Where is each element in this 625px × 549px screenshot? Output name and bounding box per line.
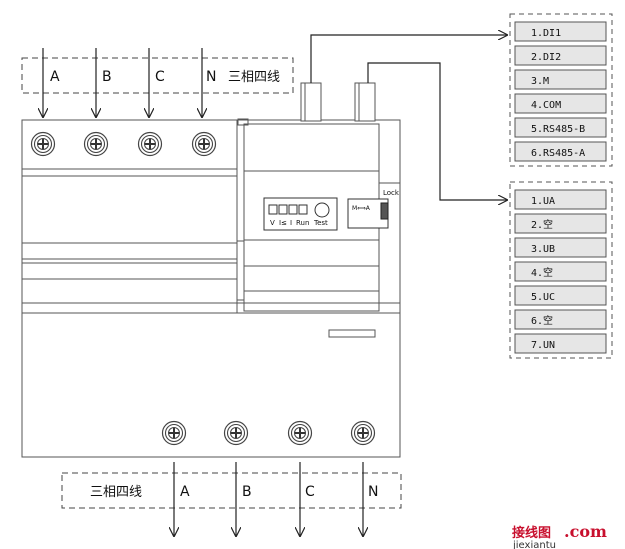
voltage-terminal-6: 6.空	[531, 314, 553, 327]
indicator-label-i: I	[290, 219, 292, 227]
watermark-domain: .com	[564, 522, 607, 541]
top-arrows	[43, 48, 202, 117]
voltage-terminal-7: 7.UN	[531, 340, 555, 351]
switch-knob[interactable]	[380, 202, 389, 220]
bottom-phase-b: B	[242, 484, 252, 500]
led-v	[268, 204, 278, 215]
screw-top-n[interactable]	[191, 131, 217, 157]
indicator-label-v: V	[270, 219, 275, 227]
screw-bottom-c[interactable]	[287, 420, 313, 446]
bottom-phase-c: C	[305, 484, 315, 500]
top-phase-a: A	[50, 69, 60, 85]
screw-bottom-n[interactable]	[350, 420, 376, 446]
switch-label: M⟺A	[352, 205, 371, 212]
bottom-system-label: 三相四线	[90, 485, 142, 500]
voltage-terminal-3: 3.UB	[531, 244, 555, 255]
breaker-body	[21, 118, 401, 458]
comm-terminal-4: 4.COM	[531, 100, 561, 111]
screw-top-c[interactable]	[137, 131, 163, 157]
comm-wire	[310, 35, 507, 83]
comm-terminal-3: 3.M	[531, 76, 549, 87]
screw-bottom-a[interactable]	[161, 420, 187, 446]
top-phase-n: N	[206, 69, 216, 85]
comm-terminal-5: 5.RS485-B	[531, 124, 585, 135]
voltage-terminal-2: 2.空	[531, 218, 553, 231]
bottom-bus-box	[61, 472, 402, 509]
voltage-terminal-5: 5.UC	[531, 292, 555, 303]
top-phase-c: C	[155, 69, 165, 85]
screw-top-a[interactable]	[30, 131, 56, 157]
comm-terminal-group	[509, 13, 613, 167]
led-run	[298, 204, 308, 215]
comm-connector	[300, 82, 376, 122]
voltage-terminal-4: 4.空	[531, 266, 553, 279]
led-i-leak	[278, 204, 288, 215]
watermark-brand: 接线图	[512, 525, 551, 541]
comm-terminal-1: 1.DI1	[531, 28, 561, 39]
top-phase-b: B	[102, 69, 112, 85]
voltage-terminal-rows	[514, 189, 607, 354]
indicator-label-run: Run	[296, 219, 309, 227]
comm-terminal-rows	[514, 21, 607, 162]
led-i	[288, 204, 298, 215]
screw-bottom-b[interactable]	[223, 420, 249, 446]
bottom-phase-n: N	[368, 484, 378, 500]
lock-label: Lock	[383, 189, 400, 197]
voltage-terminal-1: 1.UA	[531, 196, 555, 207]
voltage-wire	[367, 62, 507, 200]
screw-top-b[interactable]	[83, 131, 109, 157]
indicator-label-i-leak: I≤	[279, 219, 287, 227]
top-system-label: 三相四线	[228, 70, 280, 85]
top-bus-box	[21, 57, 294, 94]
comm-terminal-2: 2.DI2	[531, 52, 561, 63]
bottom-phase-a: A	[180, 484, 190, 500]
voltage-terminal-group	[509, 181, 613, 359]
test-label: Test	[313, 219, 328, 227]
comm-terminal-6: 6.RS485-A	[531, 148, 585, 159]
test-button[interactable]	[314, 202, 330, 218]
bottom-arrows	[174, 462, 363, 536]
watermark-sub: jiexiantu	[512, 540, 556, 549]
